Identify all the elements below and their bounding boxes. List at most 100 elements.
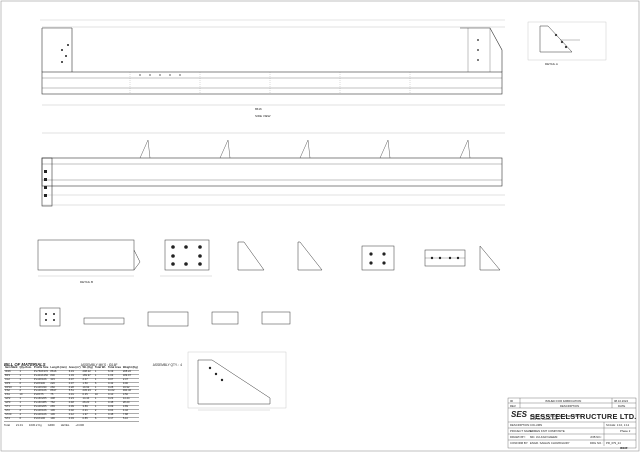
bom-cell: ST1 [4,405,19,410]
bom-column-header: Item Mark [4,366,19,371]
bom-cell: PL16X385 [32,401,50,407]
bom-cell: PL16X265 [32,397,50,403]
bom-cell: 2.47 [121,378,139,383]
detail-gusset-1 [237,241,265,271]
company-address-2: MIRPUR, DHAKA 1216 [530,417,558,421]
bom-cell: 0.07 [67,382,82,387]
bom-cell: 2.47 [81,378,94,383]
bom-column-header: Area (m²) [67,366,82,371]
bom-cell: 4 [93,413,107,418]
company-address-1: HOUSE NO. 18, ROAD NO. 8, SECTOR 2 [530,414,581,418]
bom-cell: 189.97 [121,374,139,379]
bom-cell: 1 [93,397,107,403]
bom-cell: 8616 [49,370,68,375]
bom-cell: 0.85 [81,417,94,422]
bom-cell: 0.42 [106,382,122,387]
bom-cell: 1.03 [106,374,122,379]
bom-cell: 0.09 [67,405,82,410]
bom-cell: 106 [49,413,68,418]
bom-cell: 2 [93,409,107,414]
bom-cell: 1.50 [81,382,94,387]
splice-holes [430,256,460,260]
small-plate-holes [45,313,55,321]
detail-plate-1-label: DETAIL B [80,280,94,284]
rev-number: 00 [510,398,514,403]
drawn-by-value: MD. JULKAR NAEEM [530,435,558,439]
project-value: ARMEN KNIT COMPOSITE [530,429,565,433]
bom-cell: PL10X106 [32,413,50,418]
bom-cell: 0.12 [67,413,82,418]
detail-cap-plate [361,245,395,271]
bom-cell: 6 [18,417,33,422]
bom-cell: 1 [93,378,107,383]
bom-cell: PL10X106 [32,378,50,383]
bom-cell: PL10X106 [32,390,50,395]
dim-overall-label: 8616 [255,107,262,111]
bom-cell: PL8X330 [32,382,50,387]
bom-cell: PL8X75 [32,393,50,399]
bom-cell: 5.51 [67,390,82,395]
title-block-frame [507,397,637,449]
bom-cell: 265 [49,405,68,410]
bom-cell: 0.10 [106,393,122,399]
bom-cell: ST2 [4,409,19,414]
bom-cell: 0.01 [67,393,82,399]
bom-cell: 190 [49,417,68,422]
bom-cell: DP3 [4,382,19,387]
bom-cell: 0.03 [67,417,82,422]
bom-cell: 762 [49,401,68,407]
bom-cell: 2 [18,409,33,414]
bom-cell: 0.23 [106,397,122,403]
bom-cell: CL2 [4,378,19,383]
side-view-label: SIDE VIEW [255,114,271,118]
bom-cell: 800 [49,374,68,379]
bom-cell: 1 [18,386,33,391]
bom-cell: 28.20 [121,401,139,407]
bom-cell: 0.09 [106,405,122,410]
drawing-number-label: DRG NO.: [590,441,603,445]
bom-cell: 10 [18,393,33,399]
bom-cell: 1.97 [81,413,94,418]
bom-grid-label: GRID [47,422,55,427]
bom-cell: 0.04 [106,409,122,414]
company-name: SESSTEELSTRUCTURE LTD. [530,412,637,421]
detail-bottom-gusset [187,351,287,411]
bom-cell: 6 [18,382,33,387]
bom-cell: 408 [49,397,68,403]
bom-cell: 189.97 [81,374,94,379]
detail-flat-3 [211,311,239,325]
bom-cell: 0.07 [106,378,122,383]
description-column-label: DESCRIPTION [560,403,580,408]
detail-gusset-3 [479,245,501,271]
bom-cell: 1 [93,370,107,375]
bom-title: BILL OF MATERIALS [4,362,46,367]
top-view-holes [44,170,47,197]
bom-cell: 220 [49,382,68,387]
bom-cell: 7.88 [121,413,139,418]
drawing-number-value: PR_079_24 [606,441,621,445]
bom-cell: 208.22 [121,370,139,375]
bottom-gusset-holes [208,366,224,382]
detail-gusset-2 [297,241,323,271]
bom-cell: 2 [93,390,107,395]
detail-small-plate [39,307,61,327]
bom-footer: Total 21.01 1030.2 Kg GRID LEVEL +0.000 [4,423,182,427]
bom-cell: 1 [18,405,33,410]
detail-base-plate [160,239,212,277]
bom-column-header: Total Wt. [93,366,107,371]
bom-cell: 1 [93,374,107,379]
bom-cell: 260 [49,386,68,391]
phase-value: Phase 2 [620,429,631,433]
bom-cell: 0.07 [67,378,82,383]
bom-cell: FS2 [4,390,19,395]
